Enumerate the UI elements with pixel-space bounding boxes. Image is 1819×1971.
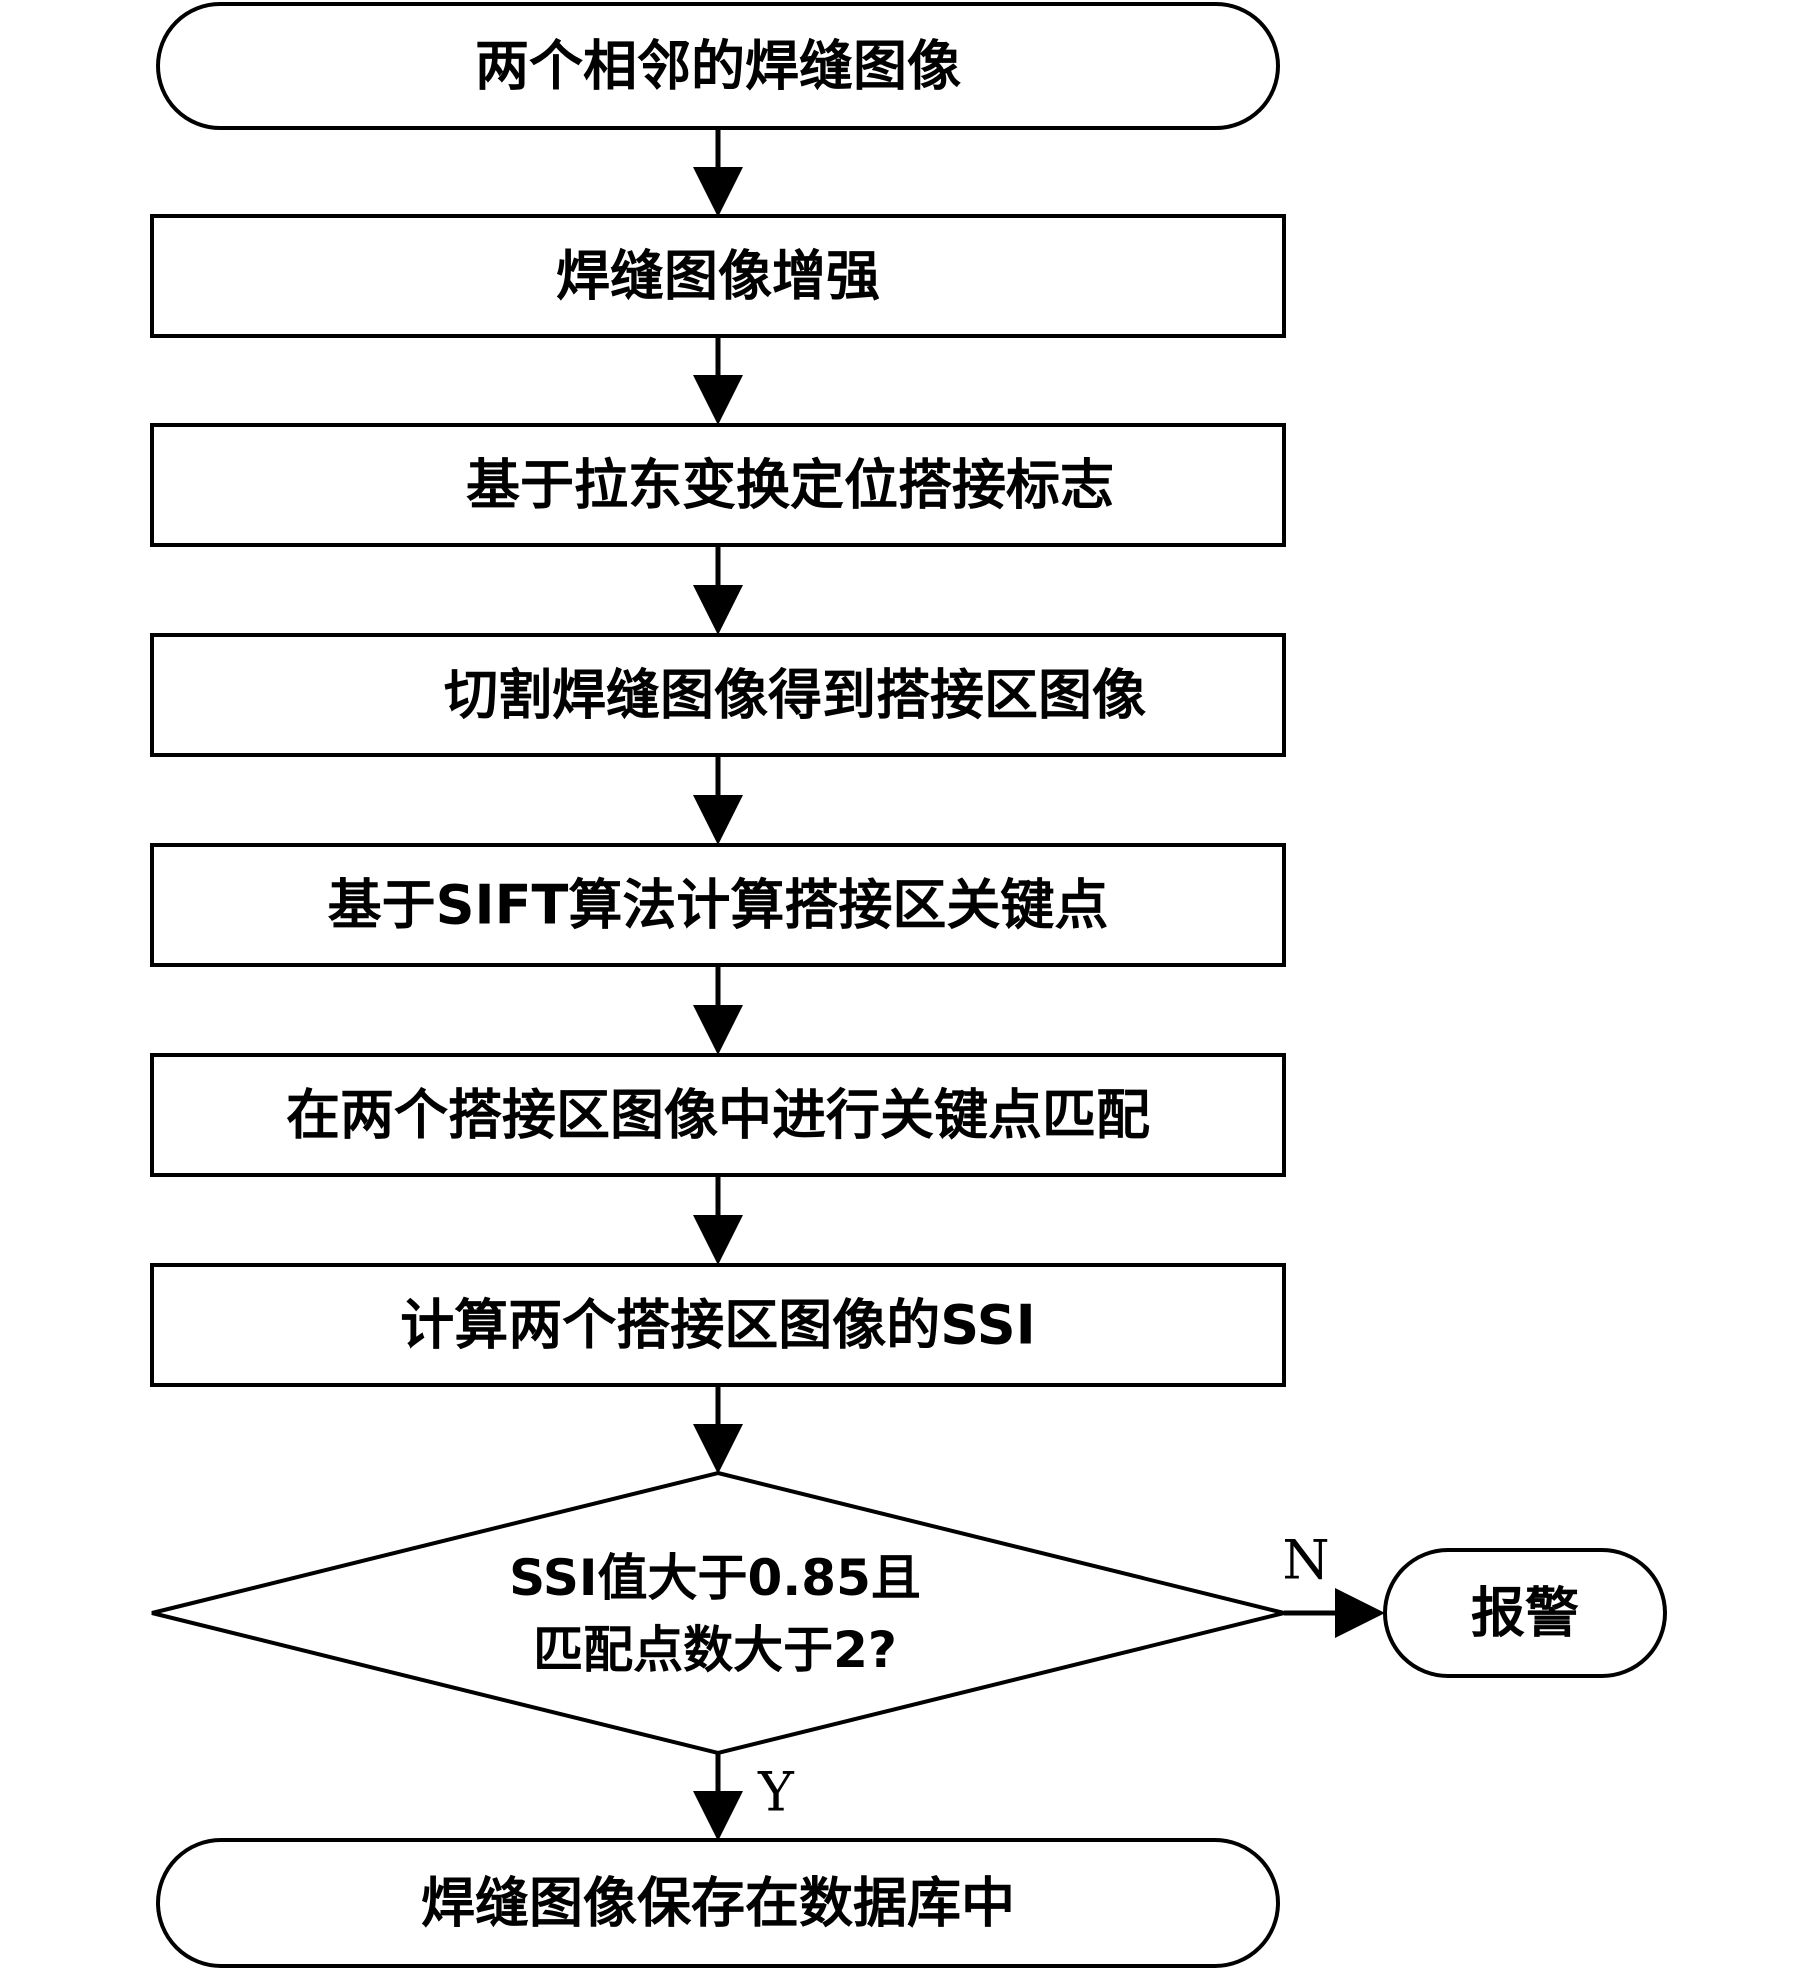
decision-diamond	[151, 1470, 1285, 1756]
step-enhance-label: 焊缝图像增强	[556, 245, 880, 308]
step-sift-keypoints	[150, 843, 1286, 967]
end-label: 焊缝图像保存在数据库中	[421, 1872, 1015, 1935]
yes-label: Y	[757, 1761, 795, 1824]
step-compute-ssi-label: 计算两个搭接区图像的SSI	[400, 1294, 1035, 1357]
step-radon-locate-label: 基于拉东变换定位搭接标志	[466, 454, 1114, 517]
step-keypoint-matching-label: 在两个搭接区图像中进行关键点匹配	[286, 1084, 1150, 1147]
alarm-label: 报警	[1471, 1582, 1579, 1645]
step-keypoint-matching	[150, 1053, 1286, 1177]
start-label: 两个相邻的焊缝图像	[475, 35, 961, 98]
end-terminal	[156, 1838, 1280, 1968]
step-enhance	[150, 214, 1286, 338]
step-cut-overlap	[150, 633, 1286, 757]
step-compute-ssi	[150, 1263, 1286, 1387]
step-cut-overlap-label: 切割焊缝图像得到搭接区图像	[444, 664, 1146, 727]
decision-line2: 匹配点数大于2?	[533, 1621, 897, 1679]
step-sift-keypoints-label: 基于SIFT算法计算搭接区关键点	[328, 874, 1109, 937]
alarm-terminal	[1383, 1548, 1667, 1678]
decision-line1: SSI值大于0.85且	[509, 1549, 921, 1607]
no-label: N	[1282, 1529, 1329, 1592]
